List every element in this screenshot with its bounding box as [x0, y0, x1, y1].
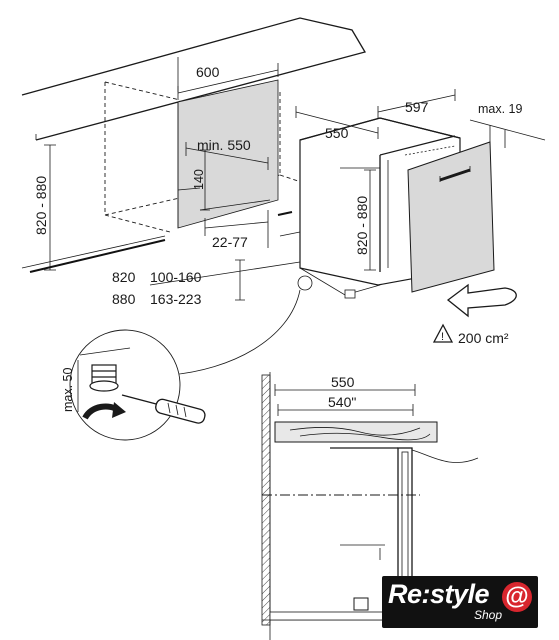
dimension-niche-width: 600: [177, 57, 279, 100]
floor-plinth-bar: [29, 239, 166, 273]
dim-appliance-height-range: 820 - 880: [354, 196, 370, 255]
dim-niche-min-depth: min. 550: [197, 137, 251, 153]
dim-appliance-depth: 550: [325, 125, 349, 141]
dim-foot-adjust-max: max. 50: [61, 367, 75, 412]
dimension-plinth-offset: 22-77: [204, 210, 269, 250]
warning-triangle-icon: !: [432, 323, 454, 343]
dim-niche-height-range: 820 - 880: [33, 176, 49, 235]
dimension-niche-depth: min. 550: [185, 137, 269, 170]
section-view: [261, 372, 479, 640]
dim-section-outer: 550: [331, 374, 355, 390]
dimension-niche-height: 820 - 880: [33, 144, 56, 271]
dim-door-max: max. 19: [478, 102, 523, 116]
dimension-appliance-width: 597: [377, 89, 456, 118]
dim-appliance-width: 597: [405, 99, 429, 115]
logo-main-text: Re:style: [388, 579, 490, 609]
dimension-section-inner: 540": [277, 394, 414, 416]
plinth-row2-range: 163-223: [150, 291, 202, 307]
adjustable-foot: [79, 347, 131, 392]
store-logo: Re:style Shop @: [382, 576, 538, 628]
rotate-arrow-icon: [82, 402, 126, 420]
logo-at-mark: @: [502, 582, 532, 612]
worktop-outline: [21, 17, 366, 141]
dim-section-inner: 540": [328, 394, 356, 410]
plinth-row1-range: 100-160: [150, 269, 202, 285]
foot-detail-marker: [297, 275, 313, 291]
plinth-row1-height: 820: [112, 269, 136, 285]
dimension-appliance-height: 820 - 880: [340, 167, 380, 271]
dimension-appliance-depth: 550: [295, 106, 379, 141]
plinth-row2-height: 880: [112, 291, 136, 307]
door-panel: [407, 141, 495, 293]
foot-detail-circle: [69, 329, 181, 441]
airflow-arrow-icon: [446, 283, 517, 318]
dimension-section-outer: 550: [274, 374, 416, 396]
dimension-plinth-height: 140: [192, 149, 210, 211]
svg-text:!: !: [441, 331, 444, 343]
dim-plinth-height: 140: [192, 169, 206, 190]
door-handle: [439, 168, 471, 182]
screwdriver-icon: [121, 394, 206, 424]
ventilation-area-label: 200 cm²: [458, 330, 509, 346]
dim-niche-width: 600: [196, 64, 220, 80]
logo-sub-text: Shop: [474, 608, 503, 622]
dim-plinth-offset: 22-77: [212, 234, 248, 250]
dimension-door-max: max. 19: [469, 102, 546, 148]
